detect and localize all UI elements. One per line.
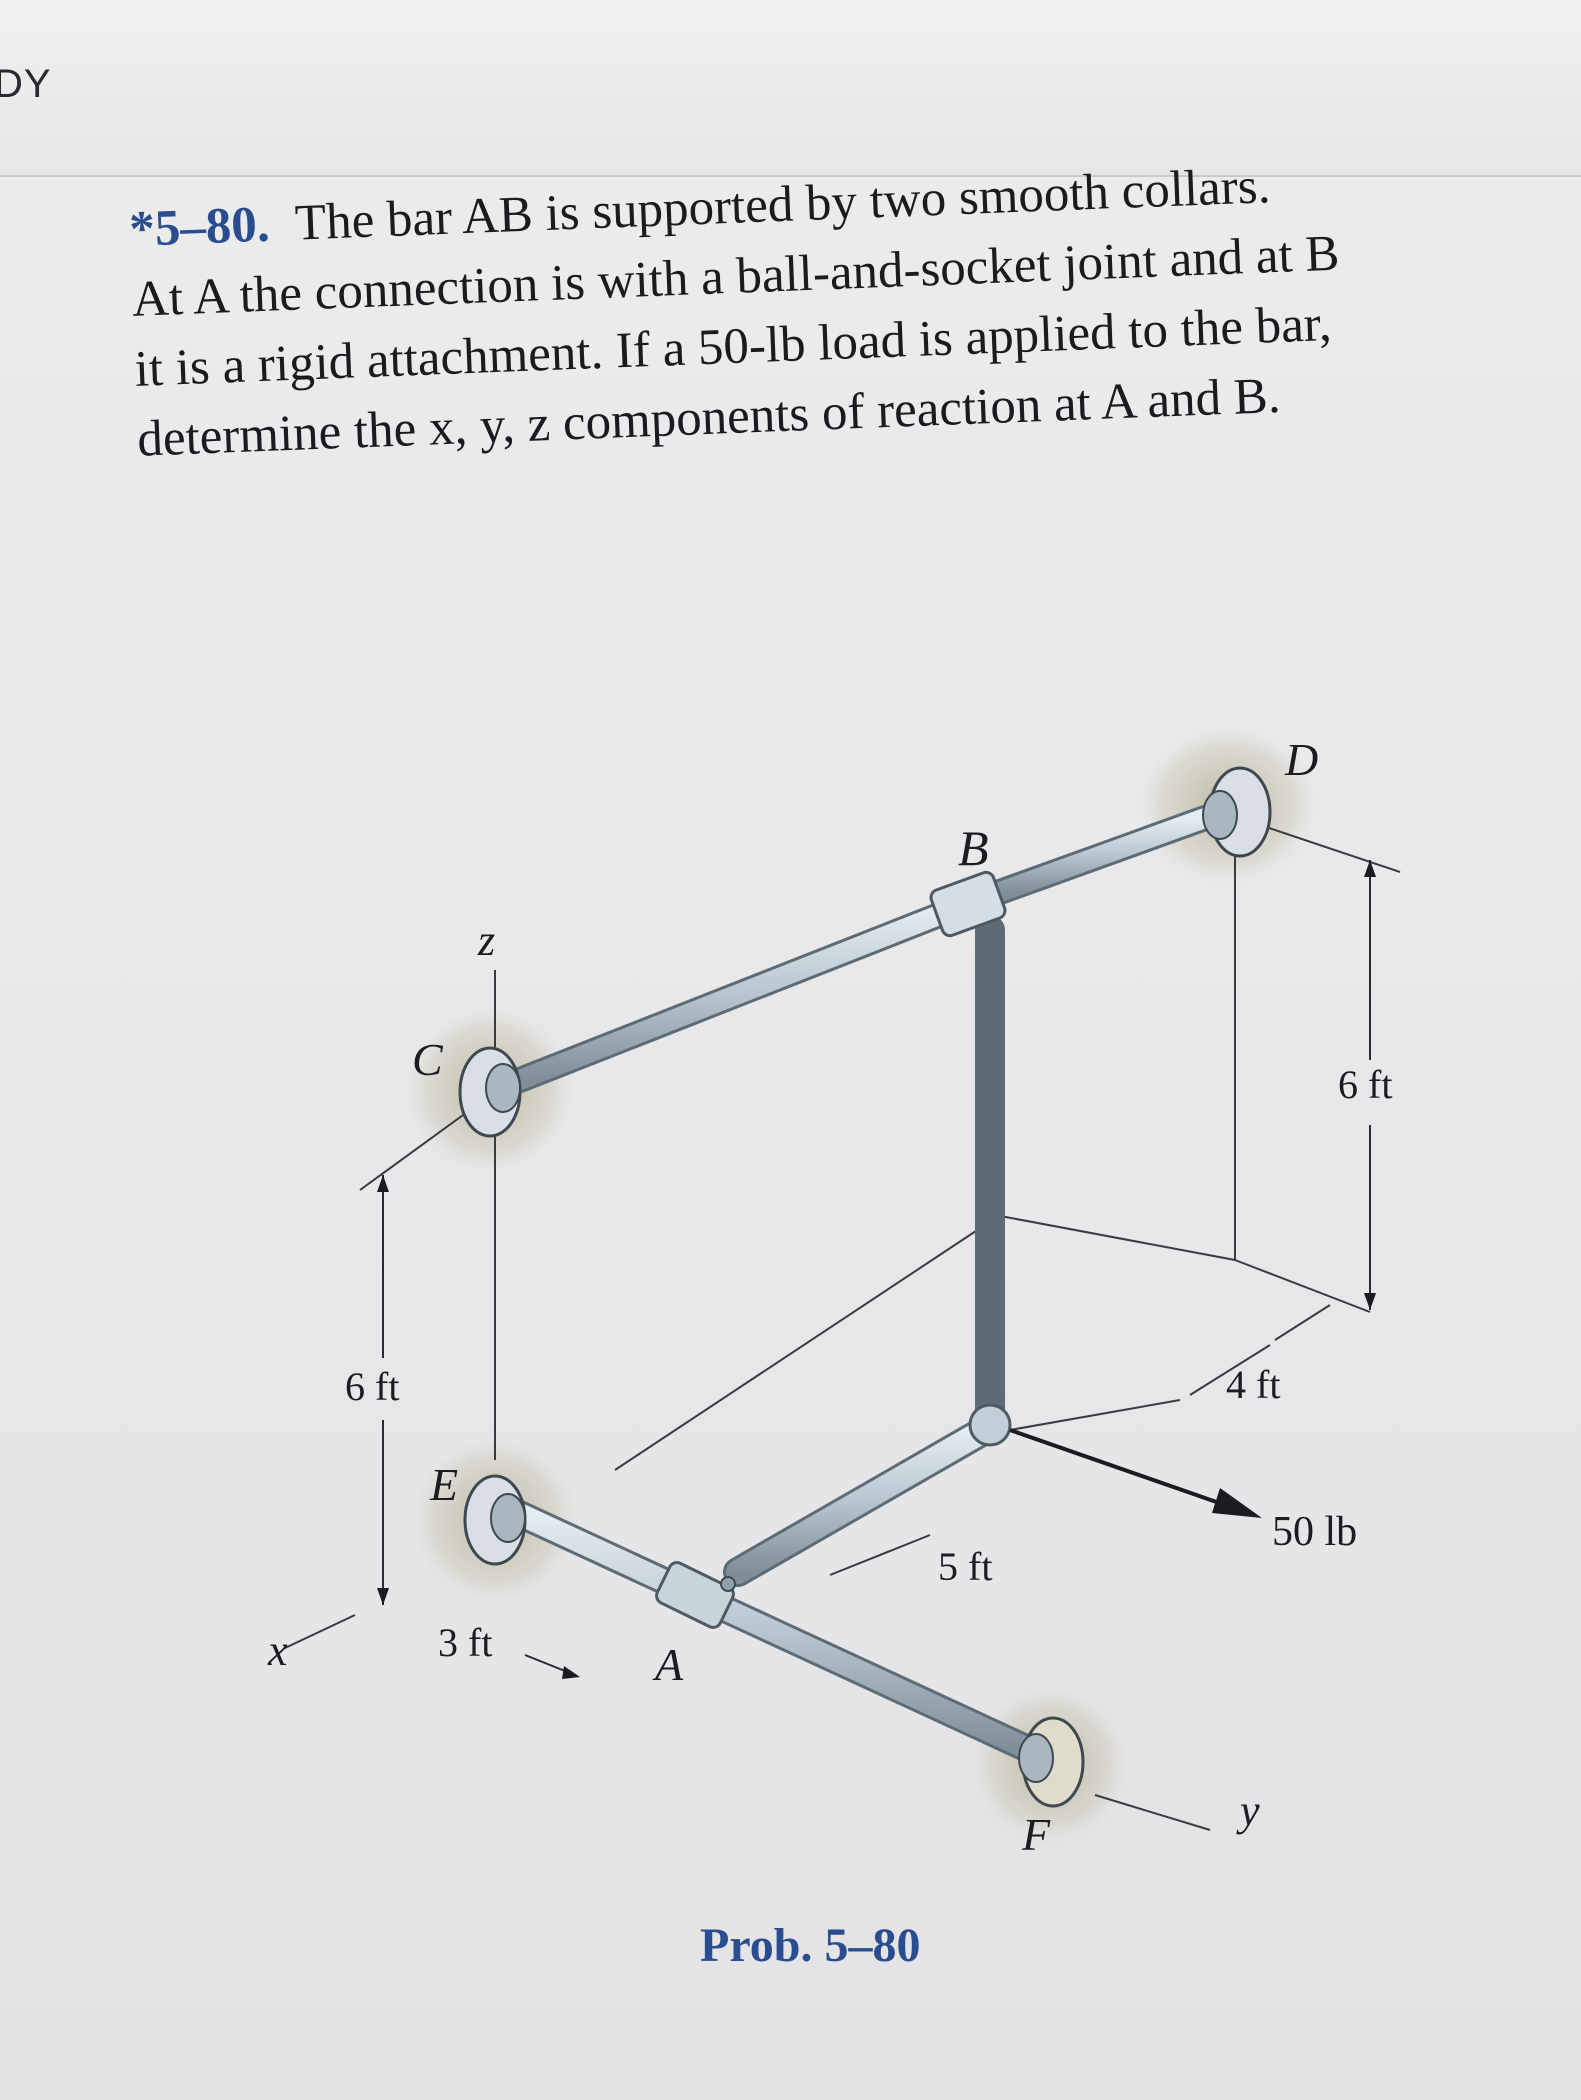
flange-E	[463, 1474, 527, 1566]
load-label: 50 lb	[1272, 1509, 1357, 1555]
pipe-BD	[987, 805, 1218, 905]
flange-C	[458, 1046, 522, 1138]
dim-right-height: 6 ft	[1338, 1062, 1392, 1107]
figure-caption: Prob. 5–80	[700, 1919, 921, 1972]
label-axis-x: x	[267, 1626, 288, 1675]
flange-D	[1202, 766, 1272, 858]
pipe-lower-diagonal	[723, 1415, 1000, 1587]
dim-span-5ft: 5 ft	[938, 1544, 992, 1589]
dim-offset-3ft: 3 ft	[438, 1620, 492, 1665]
load-arrow	[1009, 1428, 1262, 1518]
label-point-E: E	[429, 1459, 458, 1510]
previous-page-edge	[0, 0, 1581, 177]
running-head: DY	[0, 62, 52, 106]
dimension-arrowheads	[377, 860, 1376, 1679]
collar-B	[929, 870, 1007, 938]
collar-A	[655, 1561, 736, 1629]
label-point-A: A	[652, 1639, 684, 1690]
label-axis-y: y	[1236, 1786, 1260, 1835]
label-axis-z: z	[477, 916, 495, 965]
label-point-F: F	[1021, 1809, 1051, 1860]
dim-span-4ft: 4 ft	[1226, 1362, 1280, 1407]
dim-left-height: 6 ft	[345, 1364, 399, 1409]
label-point-D: D	[1284, 734, 1318, 785]
pipe-CB	[507, 893, 975, 1093]
flange-F	[1018, 1716, 1085, 1808]
label-point-B: B	[958, 820, 989, 876]
pipe-EF	[501, 1498, 1044, 1764]
construction-lines	[284, 824, 1401, 1831]
elbow-lower	[968, 1403, 1012, 1447]
label-point-C: C	[412, 1034, 444, 1085]
